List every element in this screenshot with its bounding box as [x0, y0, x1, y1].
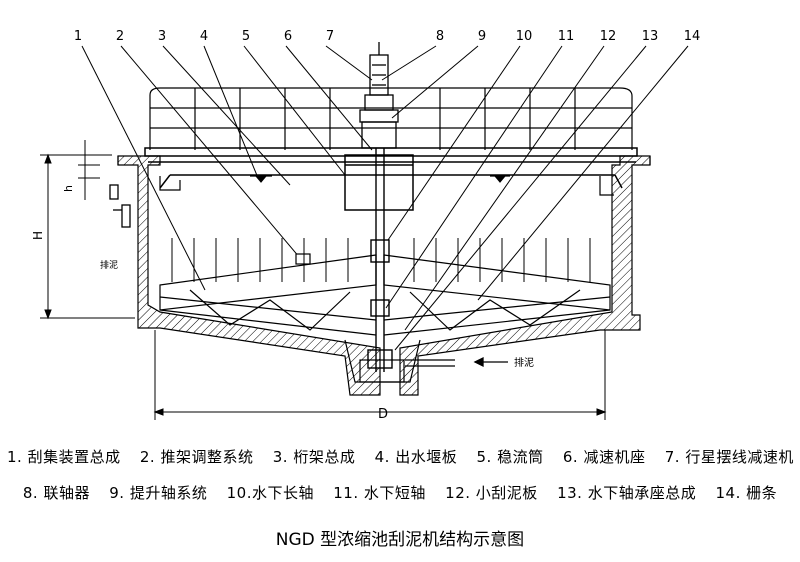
discharge-pipe	[405, 356, 508, 368]
outlet-weir	[159, 175, 614, 196]
legend-item: 5. 稳流筒	[476, 448, 544, 466]
legend-item: 7. 行星摆线减速机	[664, 448, 794, 466]
callout-number: 7	[326, 29, 334, 44]
legend-row-1: 1. 刮集装置总成 2. 推架调整系统 3. 桁架总成 4. 出水堰板 5. 稳…	[0, 446, 800, 467]
tank-wall	[117, 155, 651, 396]
callout-number: 8	[436, 29, 444, 44]
stilling-well	[344, 154, 414, 211]
legend-item: 14. 栅条	[715, 484, 778, 502]
callout-number: 4	[200, 29, 208, 44]
legend-item: 1. 刮集装置总成	[7, 448, 121, 466]
callout-number: 13	[642, 29, 659, 44]
side-valve	[109, 184, 131, 228]
dimension-h-label: h	[62, 185, 75, 192]
leader-lines	[81, 45, 689, 351]
callout-number: 14	[684, 29, 701, 44]
bottom-flow-label: 排泥	[514, 356, 534, 369]
callout-number: 10	[516, 29, 533, 44]
pickets	[171, 238, 591, 282]
callout-number: 12	[600, 29, 617, 44]
drive-unit	[359, 42, 399, 149]
figure-title: NGD 型浓缩池刮泥机结构示意图	[275, 530, 525, 550]
dimension-H-label: H	[31, 231, 45, 240]
callout-number: 6	[284, 29, 292, 44]
dimension-D-label: D	[378, 407, 388, 422]
legend-item: 2. 推架调整系统	[139, 448, 254, 466]
legend-row-2: 8. 联轴器 9. 提升轴系统 10.水下长轴 11. 水下短轴 12. 小刮泥…	[0, 482, 800, 503]
legend-item: 9. 提升轴系统	[109, 484, 208, 502]
callout-number: 5	[242, 29, 250, 44]
side-flow-label: 排泥	[100, 259, 118, 271]
legend-item: 4. 出水堰板	[374, 448, 458, 466]
legend-item: 10.水下长轴	[226, 484, 314, 502]
callout-number: 2	[116, 29, 124, 44]
dimension-lines	[40, 140, 607, 420]
legend-item: 6. 减速机座	[562, 448, 646, 466]
legend-item: 11. 水下短轴	[333, 484, 426, 502]
truss-bridge	[144, 147, 638, 189]
legend-item: 3. 桁架总成	[272, 448, 356, 466]
legend-item: 12. 小刮泥板	[445, 484, 538, 502]
callout-number: 1	[74, 29, 82, 44]
callout-number: 3	[158, 29, 166, 44]
callout-number: 9	[478, 29, 486, 44]
callout-number: 11	[558, 29, 575, 44]
legend-item: 13. 水下轴承座总成	[557, 484, 697, 502]
central-shaft	[367, 148, 393, 372]
sludge-sump	[344, 339, 421, 383]
legend-item: 8. 联轴器	[22, 484, 90, 502]
scraper-arms	[159, 253, 611, 336]
walkway-handrail	[149, 87, 633, 150]
